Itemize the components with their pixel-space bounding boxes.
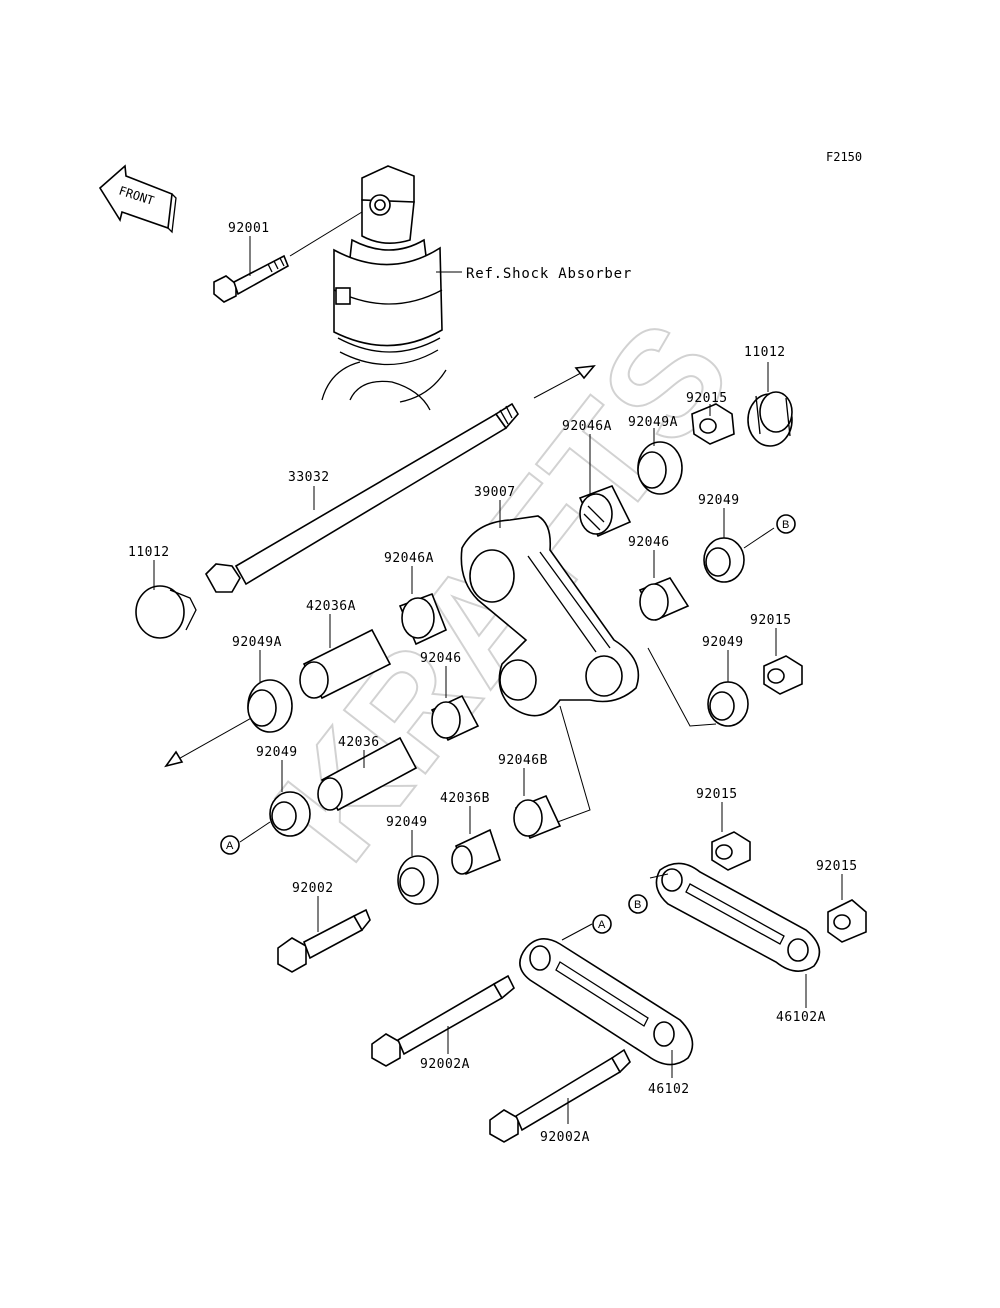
callout-b-right: B bbox=[776, 514, 796, 534]
part-label-92015-low: 92015 bbox=[696, 787, 738, 802]
shaft-33032 bbox=[205, 402, 519, 593]
seal-92049-left bbox=[269, 791, 311, 837]
part-label-92049-right: 92049 bbox=[698, 493, 740, 508]
bolt-92002A-upper bbox=[371, 974, 515, 1067]
reference-label: Ref.Shock Absorber bbox=[466, 266, 632, 282]
link-46102A bbox=[655, 862, 821, 972]
bolt-92002A-lower bbox=[489, 1048, 631, 1143]
callout-a-link-letter: A bbox=[598, 919, 606, 931]
bearing-92046-mid bbox=[430, 694, 480, 742]
bearing-92046A-mid bbox=[398, 592, 448, 646]
nut-92015-mid bbox=[763, 655, 803, 695]
part-label-92046-right: 92046 bbox=[628, 535, 670, 550]
part-label-92015-far: 92015 bbox=[816, 859, 858, 874]
part-label-11012-left: 11012 bbox=[128, 545, 170, 560]
collar-42036 bbox=[317, 736, 418, 812]
bolt-92001 bbox=[213, 254, 290, 303]
bearing-92046B bbox=[513, 794, 562, 840]
shock-absorber bbox=[321, 165, 447, 411]
part-label-42036: 42036 bbox=[338, 735, 380, 750]
part-label-92001: 92001 bbox=[228, 221, 270, 236]
collar-42036B bbox=[451, 828, 501, 876]
seal-92049-low bbox=[397, 855, 439, 905]
bearing-92046-right bbox=[638, 577, 690, 622]
seal-92049-right bbox=[703, 537, 745, 583]
link-46102 bbox=[519, 938, 694, 1066]
part-label-92049A-left: 92049A bbox=[232, 635, 282, 650]
part-label-92015-top: 92015 bbox=[686, 391, 728, 406]
part-label-92049-left: 92049 bbox=[256, 745, 298, 760]
nut-92015-low bbox=[711, 831, 751, 871]
nut-92015-top bbox=[691, 403, 735, 445]
part-label-92046A-mid: 92046A bbox=[384, 551, 434, 566]
seal-92049A-left bbox=[247, 679, 293, 733]
collar-42036A bbox=[299, 628, 392, 700]
part-label-92046-mid: 92046 bbox=[420, 651, 462, 666]
rocker-arm-39007 bbox=[460, 515, 640, 717]
callout-a-left-letter: A bbox=[226, 840, 234, 852]
part-label-92002A-upper: 92002A bbox=[420, 1057, 470, 1072]
diagram-code: F2150 bbox=[826, 150, 862, 164]
part-label-92015-mid: 92015 bbox=[750, 613, 792, 628]
part-label-42036A: 42036A bbox=[306, 599, 356, 614]
part-label-92049-low: 92049 bbox=[386, 815, 428, 830]
part-label-33032: 33032 bbox=[288, 470, 330, 485]
nut-92015-far bbox=[827, 899, 867, 943]
part-label-92049A-top: 92049A bbox=[628, 415, 678, 430]
seal-92049-mid-right bbox=[707, 681, 749, 727]
front-arrow-icon: FRONT bbox=[98, 164, 177, 234]
part-label-92046B: 92046B bbox=[498, 753, 548, 768]
part-label-42036B: 42036B bbox=[440, 791, 490, 806]
part-label-92002A-lower: 92002A bbox=[540, 1130, 590, 1145]
part-label-11012-top: 11012 bbox=[744, 345, 786, 360]
seal-92049A-top bbox=[637, 441, 683, 495]
part-label-92049-mid-right: 92049 bbox=[702, 635, 744, 650]
callout-b-link-letter: B bbox=[634, 899, 641, 911]
part-label-92046A-top: 92046A bbox=[562, 419, 612, 434]
callout-a-link: A bbox=[592, 914, 612, 934]
callout-b-link: B bbox=[628, 894, 648, 914]
bearing-92046A-top bbox=[578, 484, 632, 538]
callout-a-left: A bbox=[220, 835, 240, 855]
part-label-39007: 39007 bbox=[474, 485, 516, 500]
part-label-46102A: 46102A bbox=[776, 1010, 826, 1025]
part-label-92002: 92002 bbox=[292, 881, 334, 896]
bolt-92002 bbox=[277, 908, 371, 973]
cap-11012-top bbox=[747, 391, 793, 447]
callout-b-right-letter: B bbox=[782, 519, 789, 531]
part-label-46102: 46102 bbox=[648, 1082, 690, 1097]
cap-11012-left bbox=[135, 585, 197, 639]
